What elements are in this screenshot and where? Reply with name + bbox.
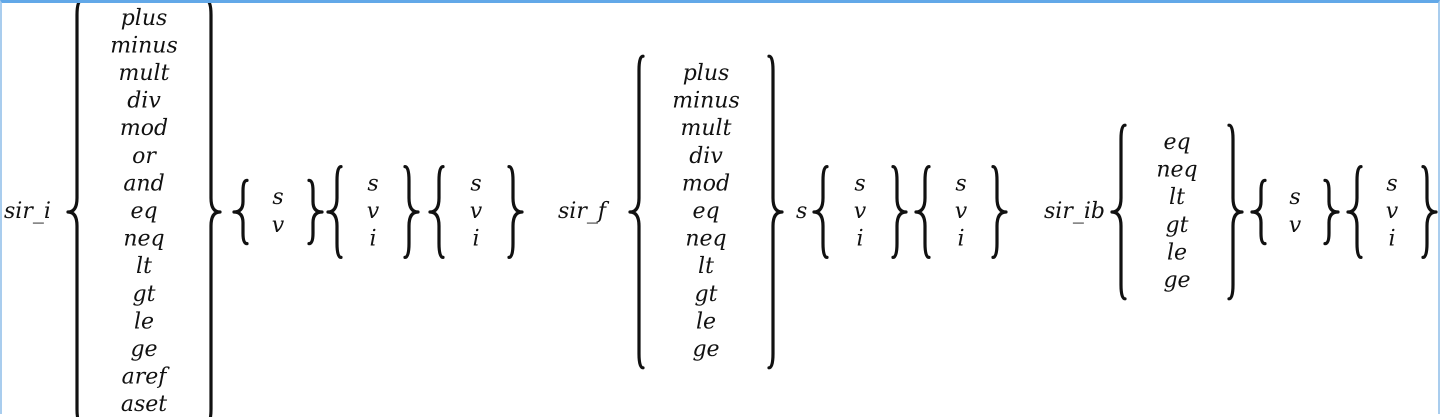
- sir_ib-operand-group-1-item: v: [1289, 213, 1302, 238]
- sir_ib-operand-group-1-right-brace: [1323, 178, 1340, 246]
- sir_f-op-group-item: minus: [672, 89, 740, 114]
- sir_ib-operand-group-2-left-brace: [1346, 165, 1363, 259]
- sir_i-op-group-right-brace: [207, 3, 222, 417]
- sir_i-operand-group-2-item: v: [367, 199, 380, 224]
- sir_i-op-group-item: minus: [110, 33, 178, 58]
- sir_f-operand-group-2-right-brace: [991, 165, 1008, 259]
- sir_f-operand-group-2-item: i: [957, 227, 964, 252]
- sir_f-operand-group-1-item: v: [854, 199, 867, 224]
- sir_f-op-group-left-brace: [628, 54, 645, 370]
- sir_i-label: sir_i: [4, 199, 51, 224]
- sir_f-op-group-item: ge: [692, 337, 719, 362]
- sir_ib-op-group-item: eq: [1163, 130, 1190, 155]
- sir_i-op-group-item: mult: [119, 61, 170, 86]
- sir_i-operand-group-1-item: v: [272, 213, 285, 238]
- sir_ib-operand-group-1-item: s: [1289, 185, 1300, 210]
- sir_i-op-group-item: and: [123, 171, 164, 196]
- sir_i-op-group-item: aref: [122, 365, 171, 390]
- sir_f-op-group-item: mult: [681, 116, 732, 141]
- sir_i-op-group-item: neq: [123, 227, 164, 252]
- sir_f-operand-group-1-left-brace: [812, 165, 829, 259]
- sir_f-op-group-item: mod: [682, 171, 730, 196]
- sir_ib-op-group-right-brace: [1227, 123, 1244, 301]
- sir_ib-operand-group-2-item: v: [1386, 199, 1399, 224]
- sir_ib-label: sir_ib: [1044, 199, 1105, 224]
- sir_ib-op-group-item: gt: [1166, 213, 1189, 238]
- sir_i-operand-group-2-left-brace: [326, 165, 343, 259]
- sir_i-op-group-item: ge: [130, 337, 157, 362]
- sir_f-operand-group-2-item: s: [955, 171, 966, 196]
- sir_i-op-group-item: aset: [121, 392, 167, 417]
- sir_i-op-group-item: plus: [121, 6, 168, 31]
- sir_i-operand-group-3-item: i: [472, 227, 479, 252]
- sir_i-operand-group-3-left-brace: [428, 165, 445, 259]
- sir_f-op-group-item: eq: [692, 199, 719, 224]
- sir_ib-operand-group-2-item: i: [1388, 227, 1395, 252]
- sir_i-op-group-item: div: [127, 89, 161, 114]
- sir_i-operand-group-2-item: i: [369, 227, 376, 252]
- sir_ib-operand-group-2-item: s: [1386, 171, 1397, 196]
- sir_i-operand-group-3-right-brace: [507, 165, 524, 259]
- sir_f-op-group-item: gt: [695, 282, 718, 307]
- sir_i-op-group-item: lt: [136, 254, 152, 279]
- sir_i-operand-group-2-item: s: [367, 171, 378, 196]
- sir_i-operand-group-3-item: s: [470, 171, 481, 196]
- sir_i-op-group-item: eq: [130, 199, 157, 224]
- sir_f-operand-group-1-item: s: [854, 171, 865, 196]
- sir_ib-op-group-item: le: [1167, 240, 1187, 265]
- sir_i-operand-group-3-item: v: [470, 199, 483, 224]
- sir_f-operand-group-2-left-brace: [914, 165, 931, 259]
- sir_f-op-group-item: neq: [685, 227, 726, 252]
- sir_f-operand-group-1-item: i: [856, 227, 863, 252]
- sir_f-op-group-item: le: [696, 309, 716, 334]
- sir_f-operand-group-2-item: v: [955, 199, 968, 224]
- sir_i-op-group-item: gt: [133, 282, 156, 307]
- sir_i-operand-group-1-left-brace: [232, 178, 249, 246]
- sir_f-operand-group-1-right-brace: [891, 165, 908, 259]
- sir_ib-op-group-item: neq: [1156, 158, 1197, 183]
- sir_ib-op-group-item: lt: [1169, 185, 1185, 210]
- instruction-formula: sir_iplusminusmultdivmodorandeqneqltgtle…: [4, 3, 1438, 417]
- sir_i-op-group-item: le: [134, 309, 154, 334]
- sir_i-op-group-left-brace: [66, 3, 81, 417]
- sir_i-operand-group-1-item: s: [272, 185, 283, 210]
- sir_ib-operand-group-2-right-brace: [1421, 165, 1438, 259]
- sir_i-op-group-item: or: [132, 144, 157, 169]
- sir_ib-operand-group-1-left-brace: [1250, 178, 1267, 246]
- sir_f-op-group-item: plus: [683, 61, 730, 86]
- sir_i-operand-group-1-right-brace: [307, 178, 324, 246]
- sir_f-op-group-right-brace: [767, 54, 784, 370]
- sir_f-op-group-item: lt: [698, 254, 714, 279]
- sir_ib-op-group-left-brace: [1110, 123, 1127, 301]
- sir_ib-op-group-item: ge: [1163, 268, 1190, 293]
- sir_f-suffix: s: [796, 199, 807, 224]
- sir_f-label: sir_f: [558, 199, 610, 224]
- sir_i-op-group-item: mod: [120, 116, 168, 141]
- sir_f-op-group-item: div: [689, 144, 723, 169]
- sir_i-operand-group-2-right-brace: [403, 165, 420, 259]
